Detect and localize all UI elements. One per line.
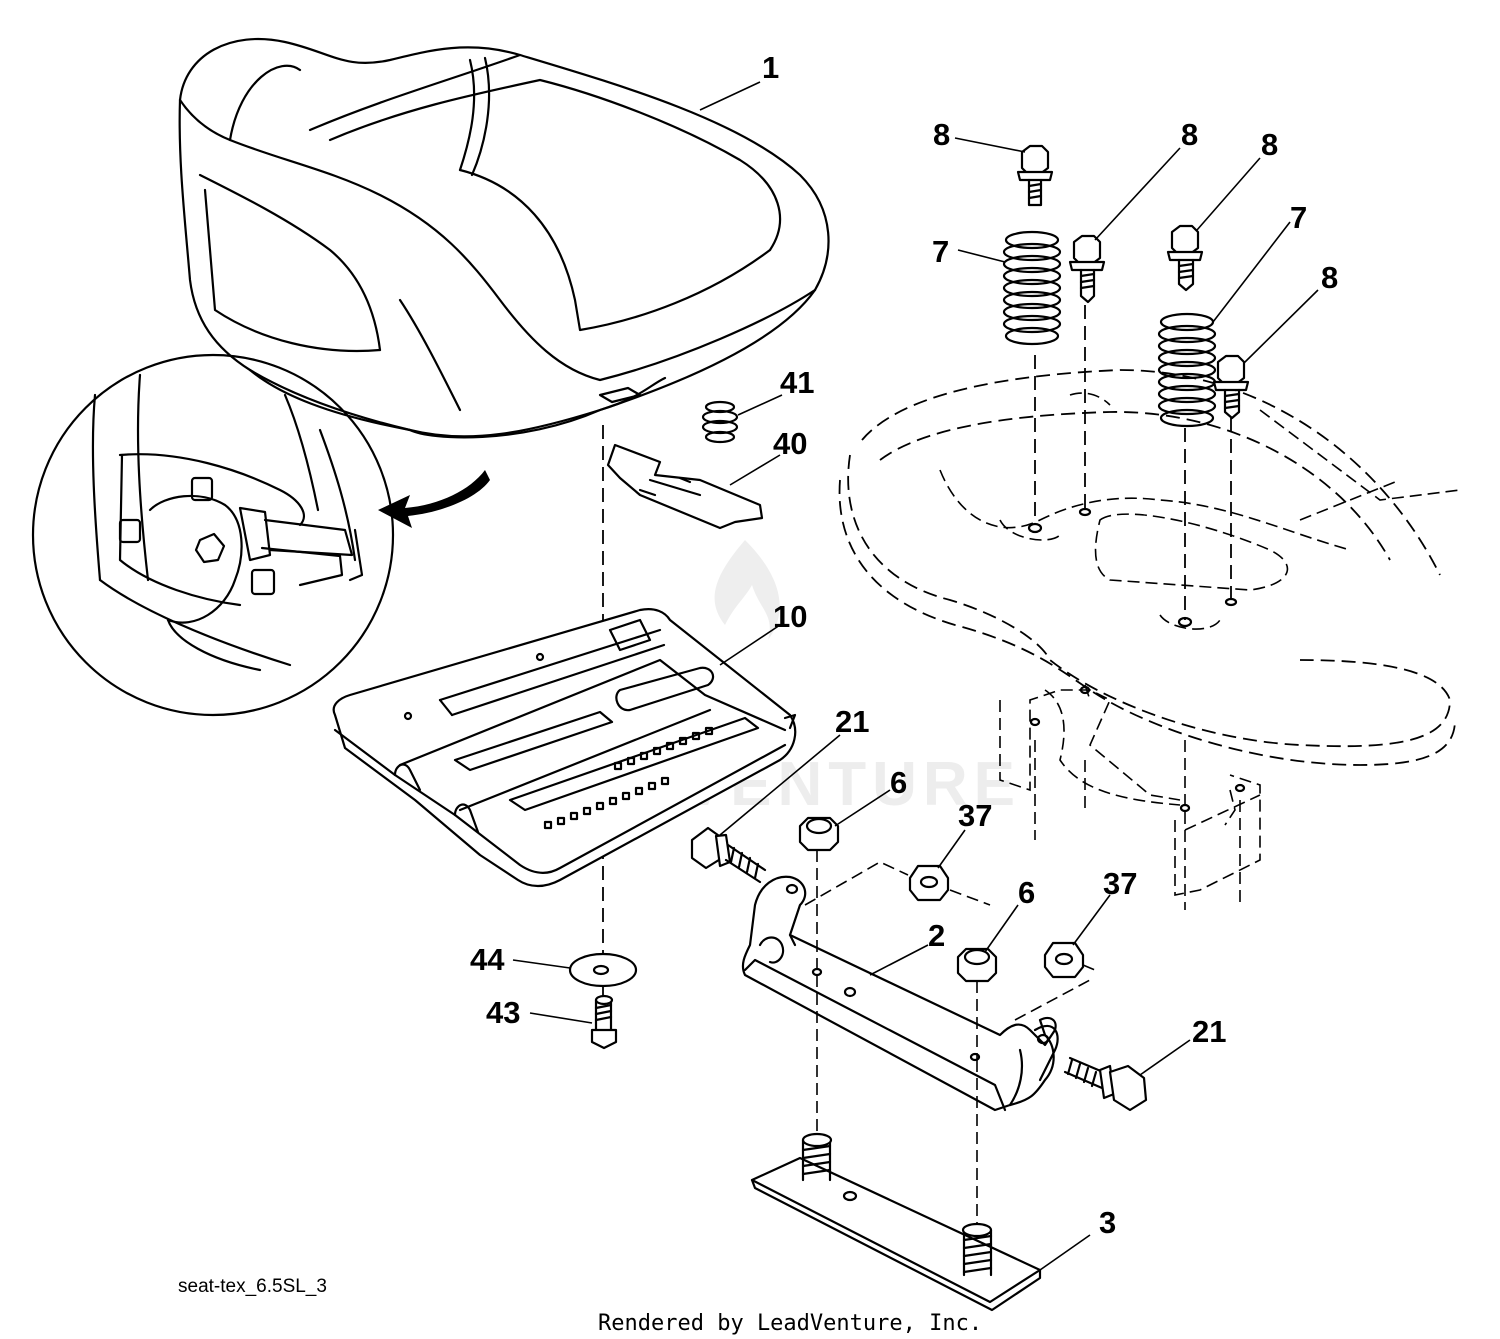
callout-6-upper: 6 xyxy=(890,765,907,800)
tractor-frame-dashed xyxy=(838,305,1461,910)
callout-21-left: 21 xyxy=(835,704,869,739)
nut-6-lower xyxy=(956,947,998,983)
callout-21-right: 21 xyxy=(1192,1014,1226,1049)
bolt-21-right xyxy=(1063,1056,1148,1112)
callout-41: 41 xyxy=(780,365,814,400)
callout-44: 44 xyxy=(470,942,505,977)
seat-pan xyxy=(332,608,797,888)
callout-40: 40 xyxy=(773,426,807,461)
callout-37-upper: 37 xyxy=(958,798,992,833)
clip-40 xyxy=(606,443,764,530)
callout-8-b: 8 xyxy=(1181,117,1198,152)
nut-6-upper xyxy=(798,816,840,852)
bracket-dashed-lines xyxy=(804,850,1096,1225)
stud-left xyxy=(801,1132,833,1182)
plate-3 xyxy=(750,1132,1042,1312)
callout-7-right: 7 xyxy=(1290,200,1307,235)
nut-37-upper xyxy=(908,864,950,902)
bolt-8-b xyxy=(1068,234,1106,304)
detail-inset xyxy=(31,353,490,717)
bolt-8-c xyxy=(1166,224,1204,292)
callouts: 1 7 7 8 8 8 8 41 40 10 21 6 37 2 6 37 21… xyxy=(470,50,1338,1240)
callout-43: 43 xyxy=(486,995,520,1030)
callout-37-lower: 37 xyxy=(1103,866,1137,901)
nut-37-lower xyxy=(1043,941,1085,979)
stud-right xyxy=(961,1222,993,1277)
spring-7-left xyxy=(1002,230,1062,346)
bolt-8-d xyxy=(1212,354,1250,420)
seat-pan-slots xyxy=(543,726,714,830)
bolt-21-left xyxy=(690,826,767,884)
bracket-2 xyxy=(741,875,1059,1112)
callout-8-a: 8 xyxy=(933,117,950,152)
callout-3: 3 xyxy=(1099,1205,1116,1240)
credit-text: Rendered by LeadVenture, Inc. xyxy=(598,1311,982,1336)
callout-6-lower: 6 xyxy=(1018,875,1035,910)
callout-10: 10 xyxy=(773,599,807,634)
callout-8-c: 8 xyxy=(1261,127,1278,162)
leader-lines xyxy=(512,81,1319,1271)
bolt-8-a xyxy=(1016,144,1054,207)
spring-7-right xyxy=(1157,312,1217,428)
callout-7-left: 7 xyxy=(932,234,949,269)
callout-8-d: 8 xyxy=(1321,260,1338,295)
washer-44 xyxy=(568,952,638,988)
screw-43 xyxy=(590,994,618,1050)
spring-41 xyxy=(701,400,739,444)
figure-id: seat-tex_6.5SL_3 xyxy=(178,1276,327,1297)
seat xyxy=(178,37,830,439)
callout-1: 1 xyxy=(762,50,779,85)
callout-2: 2 xyxy=(928,918,945,953)
